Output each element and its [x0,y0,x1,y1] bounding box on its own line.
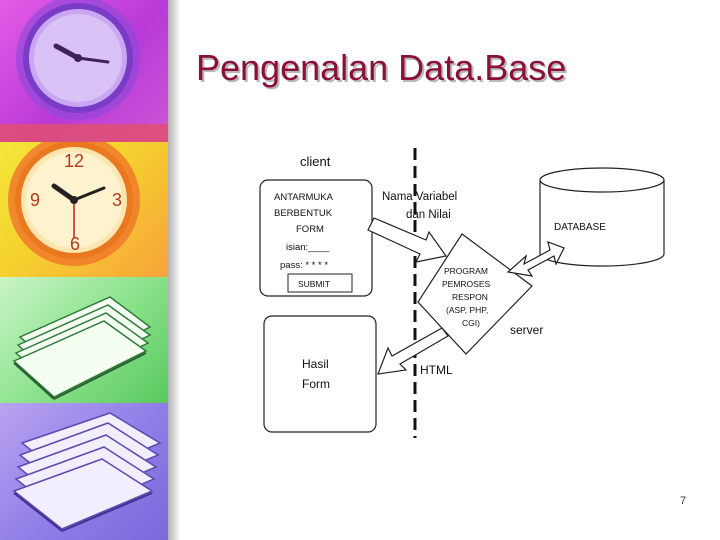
form-box-line-1: ANTARMUKA [274,192,334,203]
program-line-1: PROGRAM [444,266,488,276]
svg-text:3: 3 [112,190,122,210]
server-label: server [510,323,543,337]
request-label-line-2: dan Nilai [406,209,451,221]
program-line-3: RESPON [452,292,488,302]
html-label: HTML [420,363,453,377]
purple-papers-panel [0,403,170,540]
green-papers-panel [0,277,170,403]
result-form-box: Hasil Form [263,315,377,433]
decorative-strip: 12 3 6 9 [0,0,170,540]
svg-text:12: 12 [64,151,84,171]
form-box-line-3: FORM [296,224,324,235]
client-server-diagram: client ANTARMUKA BERBENTUK FORM isian:__… [240,130,680,450]
program-line-2: PEMROSES [442,279,491,289]
form-pass-field: pass: * * * * [280,260,328,271]
response-arrow [377,327,449,375]
db-double-arrow [506,241,565,277]
strip-shadow [168,0,180,540]
program-line-4: (ASP, PHP, [446,305,488,315]
page-number: 7 [680,495,687,507]
program-line-5: CGI) [462,318,480,328]
submit-button: SUBMIT [298,279,330,289]
orange-clock-panel: 12 3 6 9 [0,142,170,277]
request-label-line-1: Nama Variabel [382,191,457,203]
clock-icon: 12 3 6 9 [8,142,140,266]
form-box: ANTARMUKA BERBENTUK FORM isian:____ pass… [259,179,373,297]
papers-icon [12,412,162,532]
request-arrow [367,217,448,263]
clock-icon [0,0,170,142]
purple-clock-panel [0,0,170,142]
result-line-2: Form [302,377,330,391]
program-processor-diamond: PROGRAM PEMROSES RESPON (ASP, PHP, CGI) [417,233,533,355]
form-isian-field: isian:____ [286,242,330,253]
papers-icon [12,296,152,400]
slide-title: Pengenalan Data.Base [196,47,567,88]
form-box-line-2: BERBENTUK [274,208,333,219]
result-line-1: Hasil [302,357,329,371]
database-label: DATABASE [554,222,606,233]
svg-text:9: 9 [30,190,40,210]
svg-text:6: 6 [70,234,80,254]
database-cylinder: DATABASE [539,167,665,267]
client-label: client [300,154,331,169]
